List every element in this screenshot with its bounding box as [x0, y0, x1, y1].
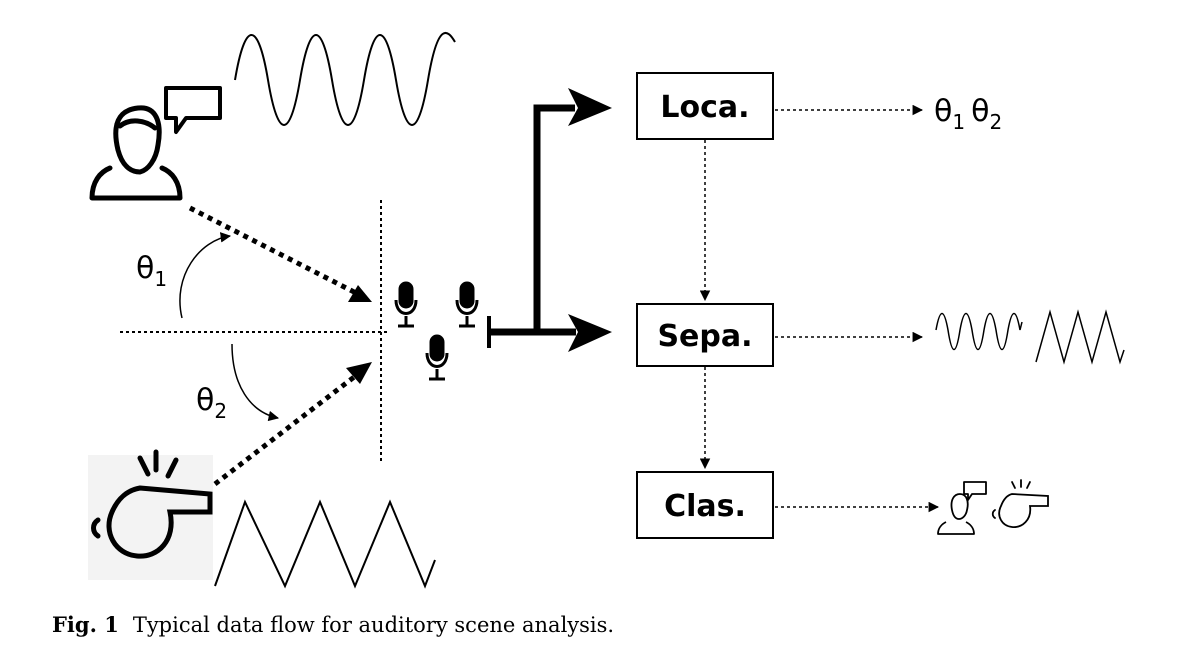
classification-box — [636, 471, 774, 539]
microphone-icon — [394, 281, 418, 328]
figure-caption-text: Typical data flow for auditory scene ana… — [132, 613, 615, 637]
theta2-arc — [231, 343, 280, 422]
microphone-icon — [455, 281, 479, 328]
separation-label: Sepa. — [657, 319, 752, 354]
whistle-to-mic-arrow — [213, 372, 360, 486]
person-speaking-icon — [89, 86, 222, 201]
microphone-icon — [425, 334, 449, 381]
separated-triangle-wave — [1035, 309, 1125, 365]
localization-box — [636, 72, 774, 140]
separation-box — [636, 303, 774, 367]
separated-sine-wave — [935, 312, 1023, 351]
whistle-icon — [88, 449, 213, 580]
mic-output-branch-arrows — [487, 88, 612, 352]
classified-person-icon — [937, 481, 987, 535]
classification-label: Clas. — [664, 489, 746, 524]
person-to-mic-arrow — [188, 205, 360, 297]
triangle-wave-input — [214, 499, 436, 589]
figure-caption: Fig. 1 Typical data flow for auditory sce… — [52, 612, 614, 637]
figure-caption-label: Fig. 1 — [52, 612, 119, 637]
sine-wave-input — [234, 31, 456, 126]
theta1-arc — [179, 232, 232, 319]
localization-label: Loca. — [660, 90, 749, 125]
classified-whistle-icon — [991, 479, 1049, 528]
theta2-label: θ2 — [196, 383, 227, 423]
theta1-label: θ1 — [136, 251, 167, 291]
